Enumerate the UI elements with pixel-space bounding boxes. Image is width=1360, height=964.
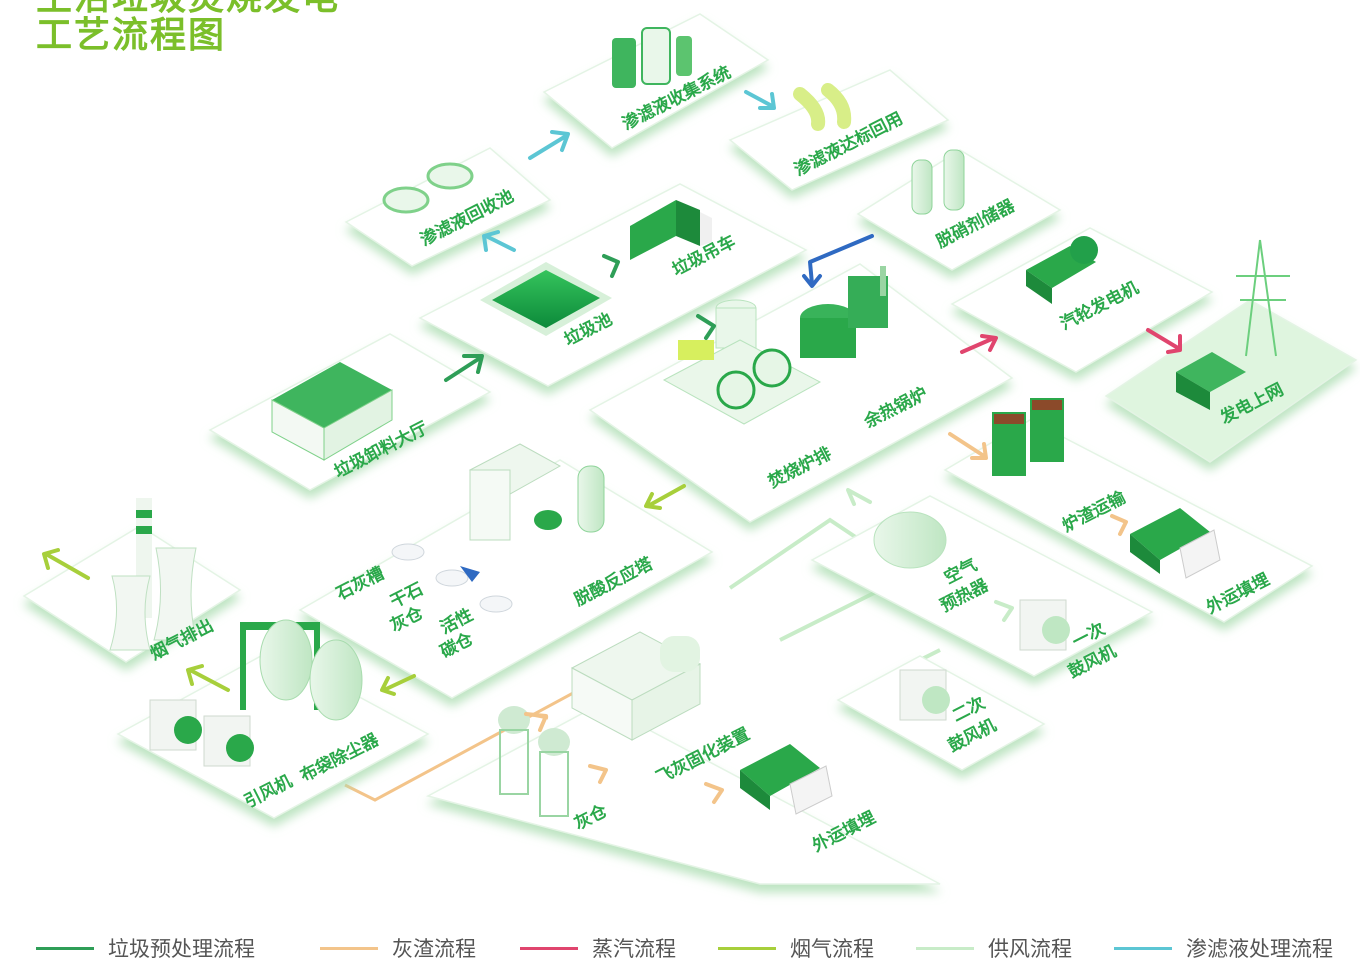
tile-fan (116, 649, 430, 819)
ash-silo-icon (498, 706, 570, 817)
legend-label: 供风流程 (988, 937, 1072, 961)
fly-ash-solidification-icon (570, 631, 702, 741)
leachate-collector-equipment (612, 27, 692, 88)
legend-swatch (36, 946, 94, 950)
leachate-arrow-1 (528, 130, 570, 160)
denox-tank-icon (911, 149, 965, 215)
legend: 垃圾预处理流程 灰渣流程 蒸汽流程 烟气流程 供风流程 渗滤液处理流程 (0, 932, 1360, 964)
legend-item-steam: 蒸汽流程 (520, 932, 676, 964)
leachate-arrow-3 (482, 230, 516, 252)
smoke-arrow-3 (186, 664, 230, 692)
slag-conveyor-icon (992, 398, 1064, 476)
induced-draft-fan-icon (149, 699, 254, 767)
waste-heat-boiler-icon (800, 266, 888, 358)
legend-label: 灰渣流程 (392, 937, 476, 961)
tile-grid (1104, 299, 1358, 463)
smoke-arrow-4 (42, 548, 90, 580)
legend-swatch (718, 946, 776, 950)
acid-tower-icon (468, 443, 605, 541)
leachate-reuse-pipes-icon (793, 83, 852, 131)
slag-truck-icon (1130, 508, 1221, 579)
garbage-arrow-1 (444, 354, 484, 382)
leachate-pool-tanks-icon (382, 162, 474, 214)
blue-arrow-icon (460, 566, 480, 582)
steam-arrow-1 (960, 334, 998, 354)
garbage-arrow-2 (602, 254, 620, 278)
primary-fan-icon (1019, 599, 1070, 651)
ash-arrow-5 (524, 712, 548, 732)
legend-item-smoke: 烟气流程 (718, 932, 874, 964)
leachate-arrow-2 (744, 90, 776, 110)
steam-arrow-2 (1146, 328, 1182, 354)
air-preheater-icon (873, 511, 947, 569)
power-tower-icon (1236, 239, 1290, 357)
ash-arrow-1 (948, 432, 988, 460)
page-title-line2: 工艺流程图 (36, 15, 227, 56)
substation-icon (1176, 352, 1246, 410)
legend-label: 垃圾预处理流程 (108, 937, 255, 961)
fly-ash-truck-icon (740, 744, 833, 815)
air-arrow-1 (846, 488, 872, 506)
legend-label: 蒸汽流程 (592, 937, 676, 961)
stack-chimney-icon (109, 498, 197, 651)
garbage-arrow-3 (696, 314, 716, 340)
legend-item-leachate: 渗滤液处理流程 (1114, 932, 1333, 964)
legend-item-air: 供风流程 (916, 932, 1072, 964)
garbage-pit-icon (480, 262, 612, 336)
tile-turbine (950, 227, 1214, 373)
legend-swatch (520, 946, 578, 950)
legend-label: 渗滤液处理流程 (1186, 937, 1333, 961)
smoke-arrow-1 (644, 484, 686, 510)
ash-arrow-3 (588, 764, 608, 784)
page-title-line1: 生活垃圾焚烧发电 (36, 0, 340, 18)
bag-filter-icon (240, 619, 363, 721)
legend-item-garbage: 垃圾预处理流程 (36, 932, 255, 964)
turbine-generator-icon (1026, 236, 1098, 304)
legend-label: 烟气流程 (790, 937, 874, 961)
silo-icons (391, 543, 513, 613)
unloading-hall-building-icon (271, 362, 393, 461)
denox-arrow (802, 234, 874, 288)
air-arrow-2 (994, 600, 1014, 622)
legend-swatch (916, 946, 974, 950)
secondary-fan-icon (899, 669, 950, 721)
legend-swatch (320, 946, 378, 950)
legend-swatch (1114, 946, 1172, 950)
ash-arrow-2 (1110, 514, 1128, 536)
legend-item-ash: 灰渣流程 (320, 932, 476, 964)
crane-truck-icon (630, 200, 712, 260)
incinerator-icon (662, 299, 822, 425)
flow-arrows (42, 90, 1182, 804)
smoke-arrow-2 (380, 674, 416, 696)
ash-arrow-4 (704, 782, 724, 804)
